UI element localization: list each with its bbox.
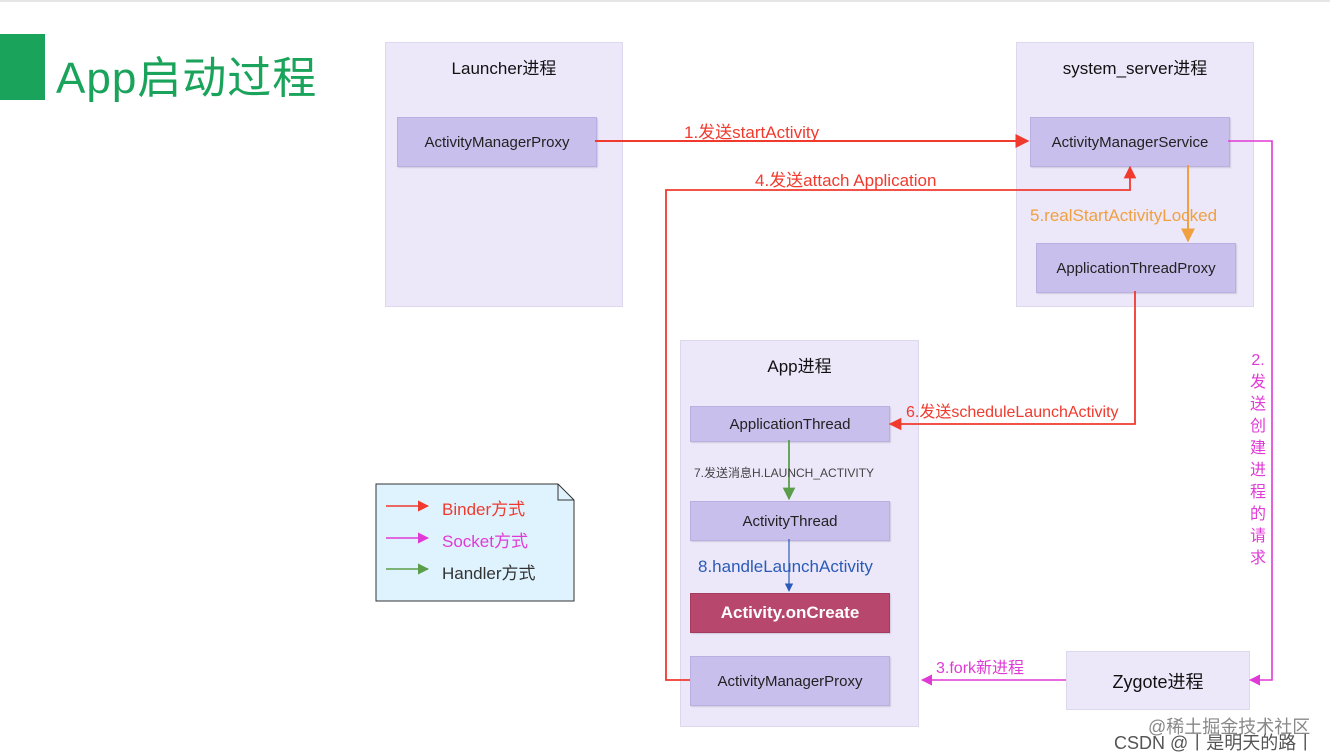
label-step-2: 2.发送创建进程的请求 [1249, 352, 1266, 567]
watermark-csdn: CSDN @丨是明天的路丨 [1114, 733, 1315, 753]
page-title: App启动过程 [56, 54, 318, 103]
system-server-process-title: system_server进程 [1062, 59, 1208, 78]
arrow-step-4 [665, 165, 1137, 681]
arrow-step-6 [888, 291, 1136, 431]
label-step-4: 4.发送attach Application [755, 171, 937, 190]
label-step-5: 5.realStartActivityLocked [1030, 206, 1218, 225]
app-process-title: App进程 [767, 357, 832, 376]
watermark-juejin: @稀土掘金技术社区 [1148, 717, 1311, 737]
app-activity-manager-proxy: ActivityManagerProxy [690, 656, 890, 706]
legend-socket-label: Socket方式 [442, 532, 528, 551]
arrow-step-2 [1228, 140, 1273, 686]
label-step-6: 6.发送scheduleLaunchActivity [906, 404, 1119, 421]
zygote-process: Zygote进程 [1066, 651, 1250, 710]
label-step-3: 3.fork新进程 [936, 660, 1025, 677]
legend-binder-label: Binder方式 [442, 500, 526, 519]
label-step-8: 8.handleLaunchActivity [698, 557, 873, 576]
activity-manager-service: ActivityManagerService [1030, 117, 1230, 167]
activity-oncreate: Activity.onCreate [690, 593, 890, 633]
label-step-7: 7.发送消息H.LAUNCH_ACTIVITY [694, 466, 875, 480]
legend-handler-label: Handler方式 [442, 564, 536, 583]
top-divider [0, 0, 1330, 2]
legend-fold [557, 484, 574, 501]
application-thread: ApplicationThread [690, 406, 890, 442]
activity-thread: ActivityThread [690, 501, 890, 541]
launcher-process: Launcher进程 [385, 42, 623, 307]
label-step-1: 1.发送startActivity [684, 123, 820, 142]
launcher-activity-manager-proxy: ActivityManagerProxy [397, 117, 597, 167]
title-accent-bar [0, 34, 45, 100]
application-thread-proxy: ApplicationThreadProxy [1036, 243, 1236, 293]
launcher-process-title: Launcher进程 [451, 59, 557, 78]
